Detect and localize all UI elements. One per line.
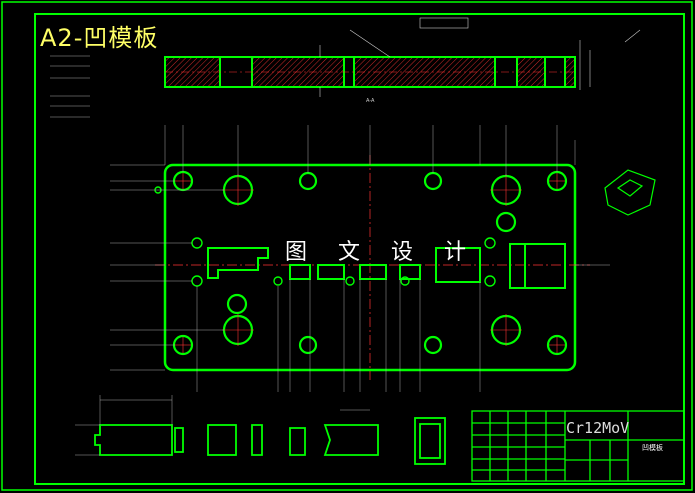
title-block bbox=[471, 410, 685, 482]
drawing-name-label: 凹模板 bbox=[642, 444, 663, 452]
detail-iso bbox=[604, 169, 656, 216]
material-label: Cr12MoV bbox=[566, 419, 630, 437]
plan-view bbox=[110, 125, 610, 392]
watermark-text: 图 文 设 计 bbox=[285, 240, 478, 265]
part-views bbox=[94, 417, 446, 465]
drawing-frame bbox=[34, 13, 685, 485]
section-label: A-A bbox=[366, 98, 375, 104]
section-view bbox=[164, 17, 641, 97]
left-notes bbox=[50, 55, 90, 118]
part-dims bbox=[75, 395, 370, 456]
drawing-title: A2-凹模板 bbox=[40, 24, 159, 52]
